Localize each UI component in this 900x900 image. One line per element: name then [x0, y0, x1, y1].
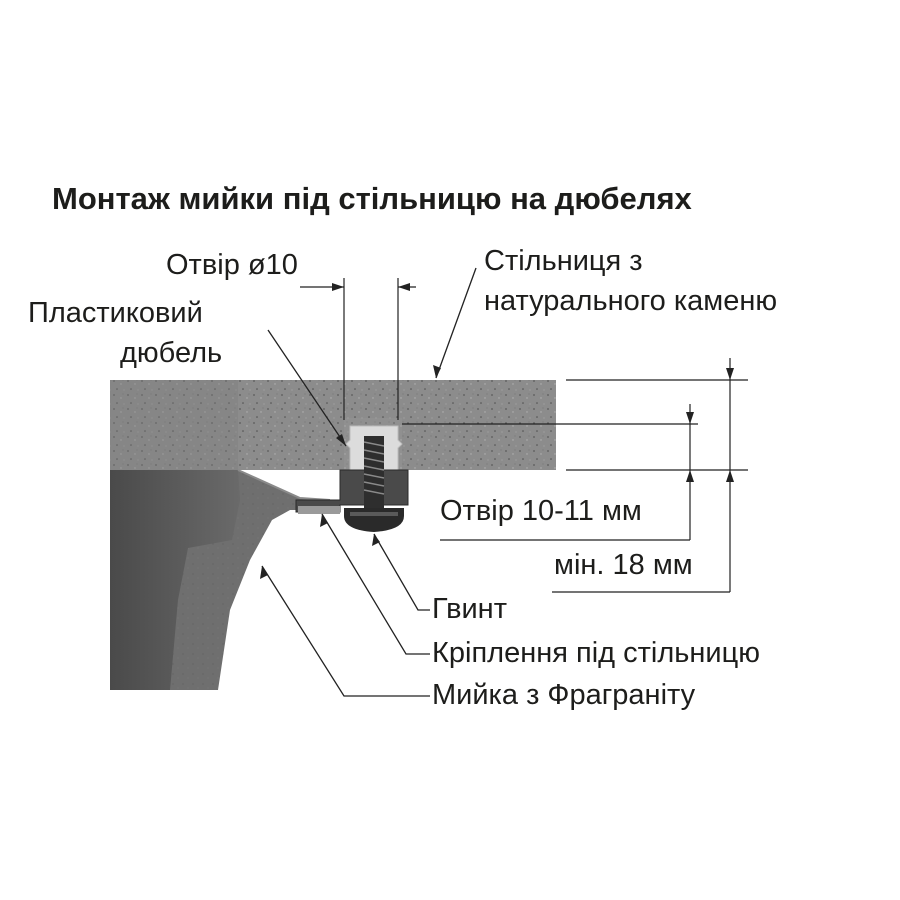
- sink-inner-wall: [110, 470, 240, 690]
- page-title: Монтаж мийки під стільницю на дюбелях: [52, 181, 692, 216]
- arrow-right: [398, 283, 410, 291]
- arrow-countertop: [433, 365, 441, 378]
- label-bracket: Кріплення під стільницю: [432, 637, 760, 669]
- label-plastic-dowel-1: Пластиковий: [28, 297, 203, 329]
- arrow-thick-top: [726, 368, 734, 380]
- arrow-left: [332, 283, 344, 291]
- arrow-sink: [260, 566, 268, 579]
- screw-head: [344, 508, 404, 532]
- leader-lines: [261, 267, 477, 697]
- countertop-edge-shade: [110, 380, 238, 470]
- label-sink: Мийка з Фраграніту: [432, 679, 696, 711]
- countertop: [110, 380, 556, 470]
- arrow-depth-top: [686, 412, 694, 424]
- label-hole-depth: Отвір 10-11 мм: [440, 495, 642, 527]
- screw-shaft: [364, 436, 384, 508]
- arrow-depth-bottom: [686, 470, 694, 482]
- label-hole-diameter: Отвір ø10: [166, 249, 298, 281]
- sink-rim-highlight: [237, 469, 331, 501]
- label-screw: Гвинт: [432, 593, 507, 625]
- arrow-thick-bottom: [726, 470, 734, 482]
- label-plastic-dowel-2: дюбель: [120, 337, 223, 369]
- screw-head-highlight: [350, 512, 398, 516]
- mounting-bracket: [295, 469, 409, 513]
- label-countertop-2: натурального каменю: [484, 285, 778, 317]
- screw-thread: [363, 441, 385, 495]
- bracket-washer: [298, 506, 340, 514]
- arrow-dowel: [336, 434, 346, 446]
- label-countertop-1: Стільниця з: [484, 245, 643, 277]
- arrow-screw: [372, 534, 380, 546]
- label-min-thickness: мін. 18 мм: [554, 549, 693, 581]
- arrow-bracket: [320, 514, 328, 527]
